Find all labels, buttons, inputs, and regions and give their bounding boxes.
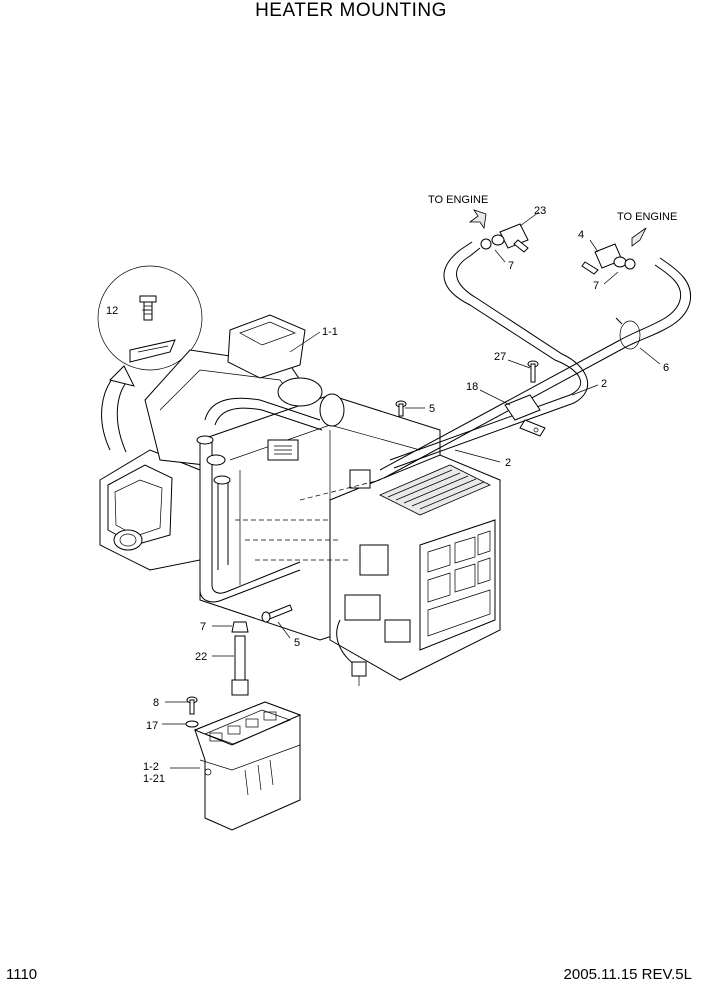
drain-tube-22 [231,635,249,696]
label-part-5-lower: 5 [294,637,300,649]
valve-4 [581,243,636,275]
to-engine-arrow-right [631,227,647,247]
label-part-8: 8 [153,697,159,709]
label-part-1-21: 1-21 [143,773,165,785]
label-part-1-1: 1-1 [322,326,338,338]
label-part-23: 23 [534,205,546,217]
label-part-27: 27 [494,351,506,363]
label-part-7-top-left: 7 [508,260,514,272]
bolt-5-lower [261,604,293,623]
heater-pipe-lower [379,257,692,479]
label-part-1-2: 1-2 [143,761,159,773]
bolt-27 [527,360,539,383]
label-part-18: 18 [466,381,478,393]
bolt-5-upper [395,400,407,417]
heater-pipe-upper [389,241,589,469]
valve-23 [480,223,529,253]
nut-7-lower [231,621,249,633]
label-part-2-lower: 2 [505,457,511,469]
to-engine-arrow-left [468,209,487,230]
page-number: 1110 [6,966,38,983]
pipe-clamp [504,394,546,437]
leader-lines [142,211,661,769]
label-part-4: 4 [578,229,584,241]
washer-17 [185,720,199,728]
label-part-22: 22 [195,651,207,663]
label-part-5-upper: 5 [429,403,435,415]
screw-8 [186,696,198,715]
label-part-17: 17 [146,720,158,732]
label-part-7-top-right: 7 [593,280,599,292]
revision-stamp: 2005.11.15 REV.5L [563,966,692,983]
control-panel [193,701,302,831]
page-title: HEATER MOUNTING [255,0,447,21]
label-to-engine-left: TO ENGINE [428,194,488,206]
label-part-7-lower: 7 [200,621,206,633]
label-to-engine-right: TO ENGINE [617,211,677,223]
detail-arrow [101,365,135,453]
heater-hoses [196,397,323,603]
label-part-12: 12 [106,305,118,317]
label-part-2-upper: 2 [601,378,607,390]
hose-clamp-6 [615,317,641,350]
heater-unit [99,314,501,686]
label-part-6: 6 [663,362,669,374]
